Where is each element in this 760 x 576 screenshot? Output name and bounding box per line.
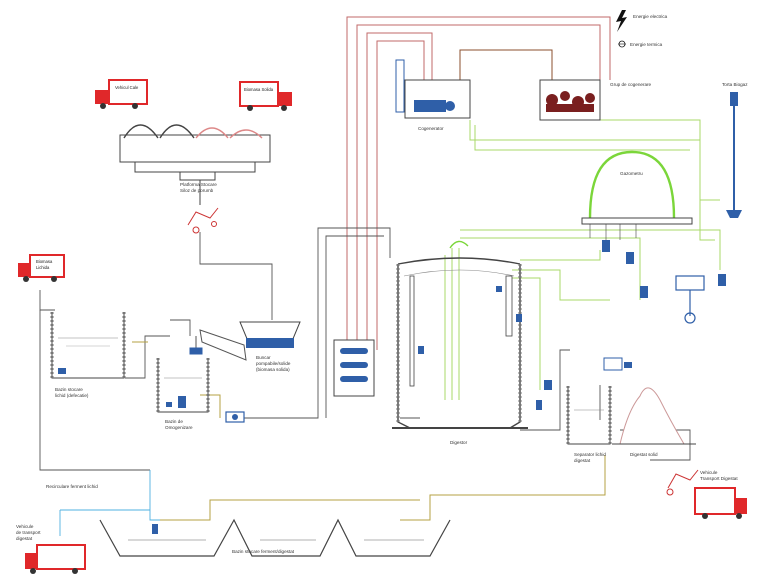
cogeneration-group [539,79,601,121]
digestate-storage-pond [99,518,451,557]
lightning-icon [616,10,627,32]
tank-left-label-2: lichid (defecatie) [55,393,89,398]
digestate-separator [566,357,632,445]
tank-left-label-1: Bazin stocare [55,387,83,392]
platform-label-2: Siloz de porumb [180,188,214,193]
truck-right [694,487,747,519]
truck-left-label-1: Biomasa [36,259,53,264]
digester-label: Digestor [450,440,468,445]
truck-top-right: Biomasa Solida [239,81,292,111]
electric-lines [346,16,611,350]
liquid-storage-tank [50,312,126,379]
solid-feeder-hopper [239,321,301,348]
cogenerator-label: Cogenerator [418,126,444,131]
recirculation-label: Recirculare ferment lichid [46,484,98,489]
torch-label: Torta Biogaz [722,82,748,87]
feeder-label-2: pompabile/solide [256,361,291,366]
pump-icon [187,207,219,234]
feed-pump [225,411,245,423]
truck-bottom-left-label-1: Vehicule [16,524,34,529]
truck-left: Biomasa Lichida [18,254,65,282]
truck-right-label-1: Vehicule [700,470,718,475]
legend-electric-label: Energie electrica [633,14,668,19]
silo-platform [119,124,271,205]
gas-lines [444,119,721,400]
truck-bottom-left-label-3: digestat [16,536,33,541]
separator-label-2: digestat [574,458,591,463]
cogenerator-unit [395,59,471,119]
gasometer [581,150,726,324]
legend: Energie electrica Energie termica [616,10,668,48]
biogas-torch [726,92,742,218]
bottom-pond-label: Bazin stocare ferment/digestat [232,549,295,554]
feeder-label-1: Buncar [256,355,271,360]
digester [392,240,552,429]
separator-label-1: Separator lichid [574,452,606,457]
mix-tank-label-1: Bazin de [165,419,183,424]
solid-digestate-label: Digestat solid [630,452,658,457]
platform-label-1: Platforma Stocare [180,182,217,187]
solid-digestate-pile [612,387,696,445]
truck-right-label-2: Transport Digestat [700,476,738,481]
truck-bottom-left [25,544,86,574]
truck-top-left: Vehicul Cale [95,79,148,109]
truck-bottom-left-label-2: de transport [16,530,41,535]
truck-left-label-2: Lichida [36,265,50,270]
truck-top-right-label: Biomasa Solida [244,87,274,92]
feeder-label-3: (biomasa solida) [256,367,290,372]
gasometer-label: Gazometru [620,171,643,176]
mix-tank-label-2: Omogenizare [165,425,193,430]
heat-exchanger-icon [618,40,626,48]
screw-conveyor [189,329,247,361]
heat-exchanger [333,339,375,397]
loader-pump-icon [666,469,699,496]
truck-top-left-label: Vehicul Cale [115,85,139,90]
mixing-tank [156,358,210,413]
gas-purifier-label: Grup de cogenerare [610,82,652,87]
legend-thermal-label: Energie termica [630,42,663,47]
